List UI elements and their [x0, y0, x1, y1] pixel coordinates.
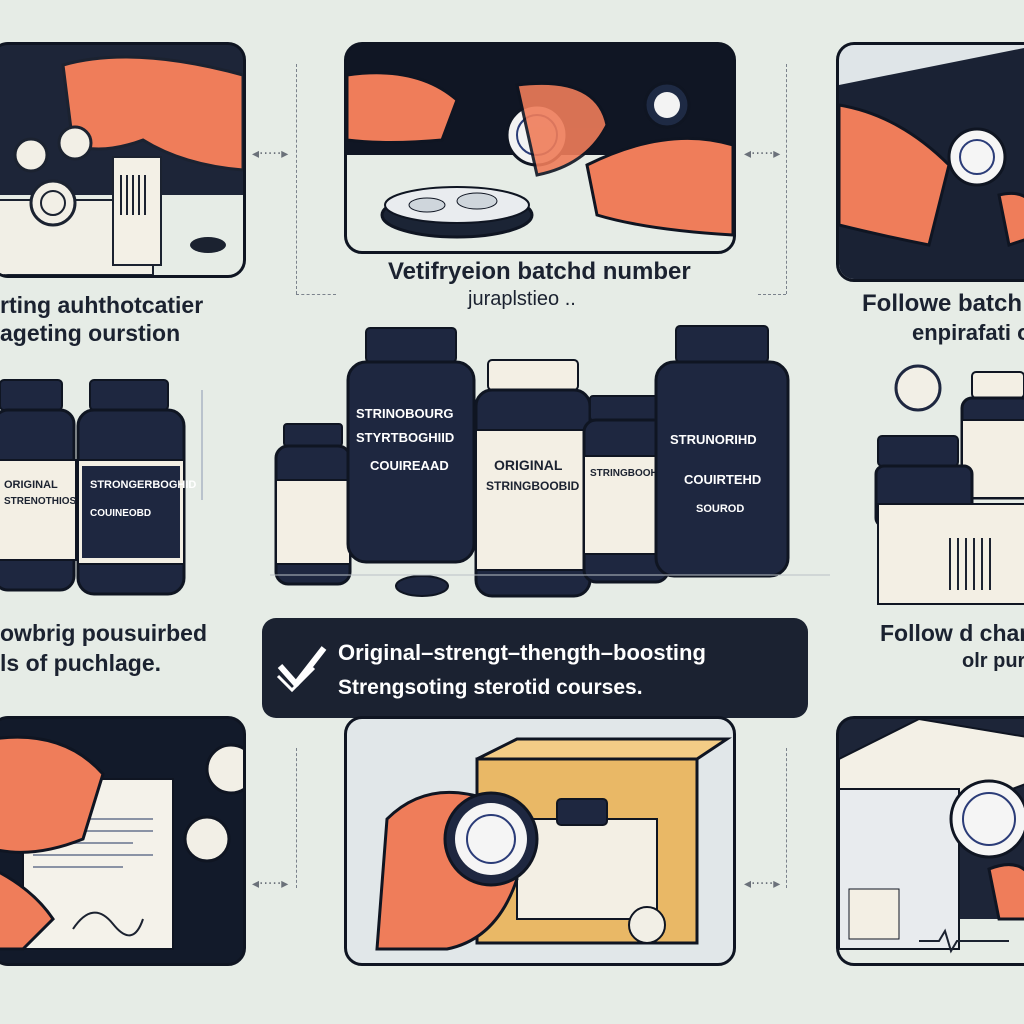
bottle-label: COUIRTEHD	[684, 472, 761, 487]
panel-top-right	[836, 42, 1024, 282]
caption-mid-left-1: owbrig pousuirbed	[0, 620, 207, 646]
bottle-label: ORIGINAL	[4, 479, 58, 491]
batch-number-illustration	[347, 45, 733, 251]
caption-mid-right-2: olr pur	[962, 650, 1024, 672]
bottle-label: STRINOBOURG	[356, 406, 454, 421]
bottle-label: STYRTBOGHIID	[356, 430, 454, 445]
checkmark-icon	[276, 646, 327, 693]
arrow-icon: ◂·····▸	[252, 146, 289, 162]
connector-line	[786, 748, 787, 888]
connector-line	[296, 64, 297, 294]
arrow-icon: ◂·····▸	[744, 876, 781, 892]
caption-top-left-1: rting auhthotcatier	[0, 292, 204, 318]
verification-illustration	[0, 55, 243, 275]
connector-line	[758, 294, 786, 295]
connector-line	[786, 64, 787, 294]
bottle-label: COUINEOBD	[90, 508, 151, 519]
bottle-label: STRENOTHIOSTE	[4, 496, 89, 507]
connector-line	[296, 294, 336, 295]
headline-line-1: Original–strengt–thength–boosting	[338, 640, 706, 665]
bottle-label: SOUROD	[696, 503, 744, 515]
panel-top-left	[0, 42, 246, 278]
caption-top-center-2: juraplstieo ..	[468, 288, 576, 310]
caption-top-left-2: ageting ourstion	[0, 320, 181, 346]
receipt-illustration	[0, 735, 243, 951]
headline-banner: Original–strengt–thength–boosting Streng…	[262, 618, 808, 718]
arrow-icon: ◂·····▸	[252, 876, 289, 892]
caption-mid-left-2: ls of puchlage.	[0, 650, 162, 676]
bottle-label: COUIREAAD	[370, 458, 449, 473]
bottle-label: STRONGERBOGHID	[90, 479, 196, 491]
panel-bottom-center	[344, 716, 736, 966]
headline-line-2: Strengsoting sterotid courses.	[338, 676, 643, 699]
bottle-label: STRUNORIHD	[670, 432, 757, 447]
shipment-illustration	[839, 719, 1024, 963]
package-illustration	[375, 737, 732, 951]
panel-top-center	[344, 42, 736, 254]
panel-bottom-left	[0, 716, 246, 966]
caption-top-right-1: Followe batch	[862, 290, 1023, 317]
bottle-label: STRINGBOOBID	[486, 479, 580, 493]
panel-bottom-right	[836, 716, 1024, 966]
connector-line	[296, 748, 297, 888]
caption-mid-right-1: Follow d chan	[880, 620, 1024, 646]
bottle-lineup: ORIGINAL STRENOTHIOSTE STRONGERBOGHID CO…	[0, 325, 1024, 605]
expiration-illustration	[839, 45, 1024, 279]
caption-top-right-2: enpirafati o	[912, 320, 1024, 345]
bottle-label: STRINGBOOHD	[590, 468, 665, 479]
arrow-icon: ◂·····▸	[744, 146, 781, 162]
caption-top-center-1: Vetifryeion batchd number	[388, 258, 691, 285]
bottle-label: ORIGINAL	[494, 457, 563, 473]
